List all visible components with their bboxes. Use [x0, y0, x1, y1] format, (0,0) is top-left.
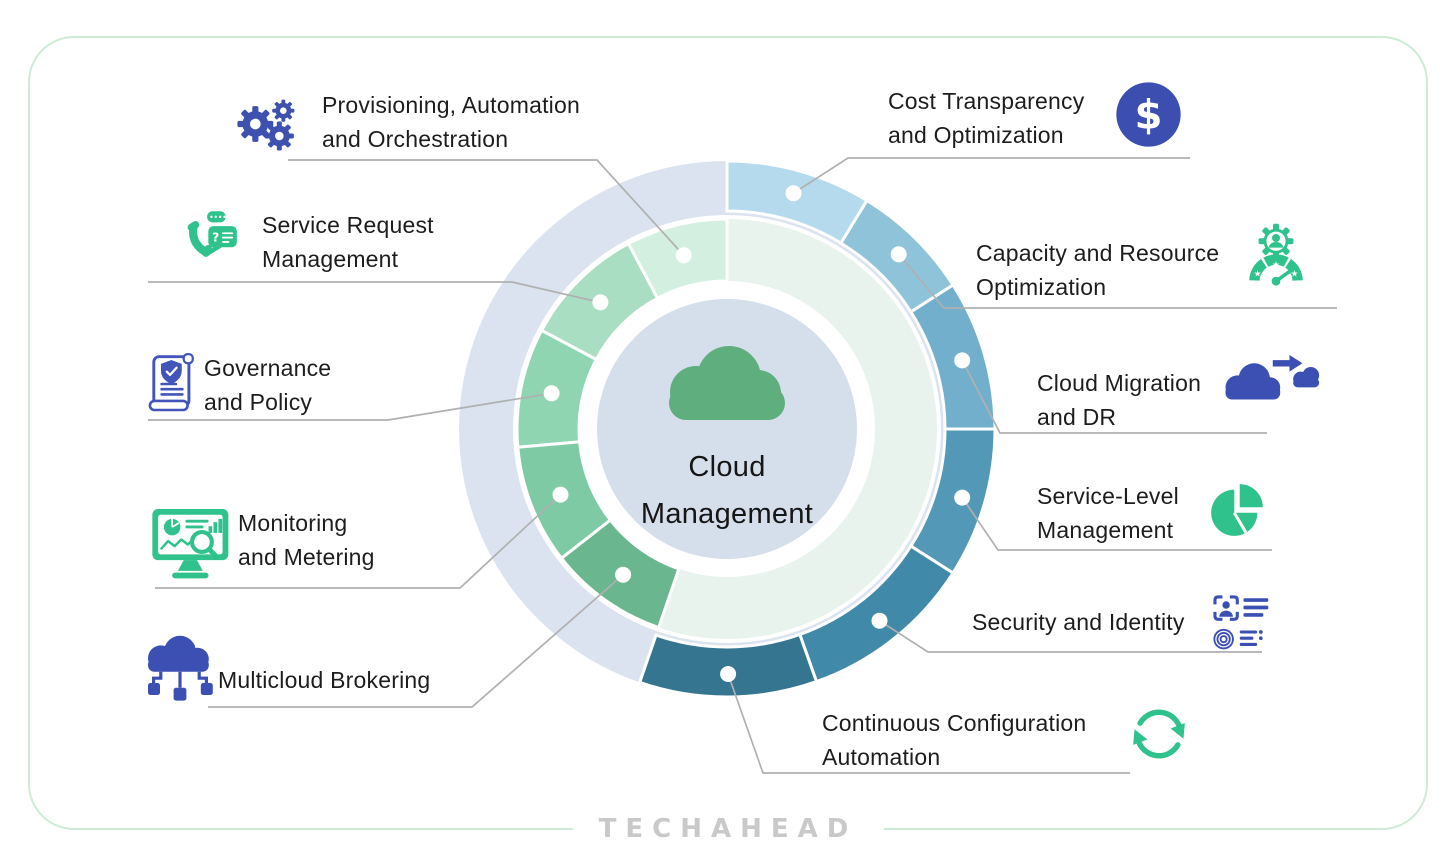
- segment-dot-capacity-resource-optimization: [890, 246, 907, 263]
- scroll-shield-icon: [148, 352, 194, 412]
- segment-dot-service-level-management: [954, 489, 971, 506]
- label-security-identity: Security and Identity: [972, 609, 1185, 635]
- segment-dot-provisioning-automation-orchestration: [675, 247, 692, 264]
- connector-governance-policy: [148, 392, 552, 421]
- segment-dot-governance-policy: [543, 385, 560, 402]
- phone-chat-icon: ?: [187, 211, 237, 257]
- svg-text:★: ★: [1290, 269, 1298, 279]
- pie-chart-icon: [1211, 484, 1263, 536]
- connector-service-level-management: [961, 497, 1272, 551]
- segment-dot-cloud-migration-dr: [954, 352, 971, 369]
- svg-text:★: ★: [1272, 261, 1280, 271]
- svg-text:?: ?: [212, 230, 219, 245]
- center-title-line2: Management: [640, 498, 814, 530]
- cloud-icon: [669, 346, 785, 420]
- connector-continuous-configuration-automation: [727, 673, 1130, 774]
- svg-text:★: ★: [1254, 269, 1262, 279]
- center-title-line1: Cloud: [688, 451, 766, 483]
- monitor-magnifier-icon: [152, 508, 229, 579]
- connector-cost-transparency-optimization: [793, 157, 1190, 194]
- segment-dot-cost-transparency-optimization: [785, 185, 802, 202]
- svg-text:$: $: [1135, 93, 1163, 139]
- connector-capacity-resource-optimization: [898, 253, 1337, 309]
- segment-dot-service-request-management: [592, 294, 609, 311]
- connector-security-identity: [879, 620, 1262, 653]
- refresh-cycle-icon: [1133, 709, 1185, 759]
- connector-monitoring-metering: [155, 493, 562, 589]
- connector-service-request-management: [148, 281, 601, 304]
- segment-dot-monitoring-metering: [552, 486, 569, 503]
- segment-dot-multicloud-brokering: [615, 566, 632, 583]
- segment-continuous-configuration-automation: [637, 632, 819, 699]
- gauge-person-icon: ★ ★ ★: [1249, 223, 1303, 286]
- center-title: Cloud Management: [577, 444, 877, 538]
- dollar-circle-icon: $: [1116, 82, 1181, 147]
- connector-cloud-migration-dr: [961, 360, 1267, 434]
- connector-provisioning-automation-orchestration: [288, 159, 685, 256]
- id-fingerprint-icon: [1213, 595, 1269, 650]
- techahead-logo: TECHAHEAD: [572, 812, 884, 846]
- segment-dot-continuous-configuration-automation: [720, 666, 737, 682]
- cloud-migration-icon: [1225, 354, 1320, 400]
- gears-icon: [237, 99, 295, 151]
- label-multicloud-brokering: Multicloud Brokering: [218, 667, 431, 693]
- connector-multicloud-brokering: [208, 574, 624, 708]
- cloud-network-icon: [148, 635, 213, 701]
- segment-dot-security-identity: [871, 612, 888, 629]
- center-circle: [597, 299, 857, 559]
